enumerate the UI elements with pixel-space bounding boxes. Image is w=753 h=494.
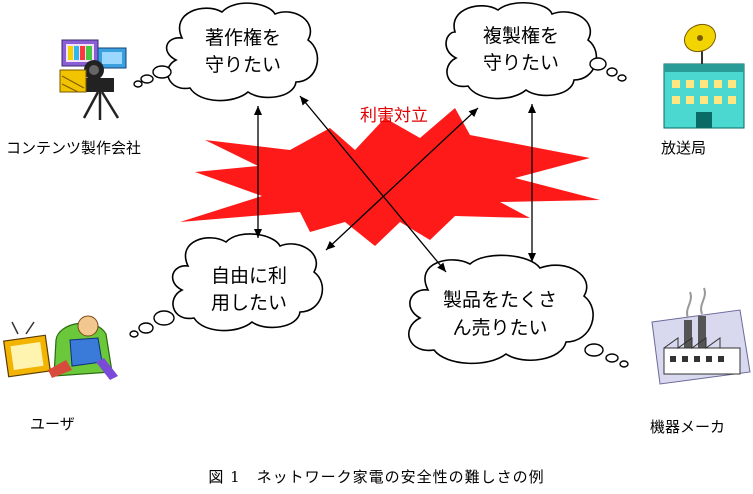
cloud-sell-products-line-2: ん売りたい	[452, 317, 547, 339]
user-watching-tv-icon	[3, 315, 118, 380]
conflict-burst	[180, 108, 600, 246]
cloud-reproduction-line-2: 守りたい	[483, 52, 559, 74]
cloud-free-use-line-2: 用したい	[211, 292, 287, 314]
label-broadcaster: 放送局	[661, 139, 706, 157]
label-manufacturer: 機器メーカ	[650, 418, 725, 436]
conflict-label: 利害対立	[360, 106, 428, 126]
cloud-reproduction-line-1: 複製権を	[483, 25, 559, 47]
label-user: ユーザ	[30, 415, 75, 433]
cloud-sell-products: 製品をたくさ ん売りたい	[408, 254, 629, 368]
factory-icon	[651, 287, 751, 385]
cloud-copyright: 著作権を 守りたい	[133, 2, 319, 102]
broadcast-station-icon	[663, 23, 745, 129]
cloud-copyright-line-2: 守りたい	[205, 54, 281, 76]
film-camera-icon	[59, 39, 127, 120]
cloud-sell-products-line-1: 製品をたくさ	[443, 289, 557, 311]
arrow-reproduction-freeuse	[325, 107, 479, 251]
cloud-copyright-line-1: 著作権を	[205, 27, 281, 49]
cloud-reproduction: 複製権を 守りたい	[445, 1, 627, 100]
figure-caption: 図 1 ネットワーク家電の安全性の難しさの例	[208, 468, 545, 486]
cloud-free-use-line-1: 自由に利	[211, 265, 287, 287]
cloud-free-use: 自由に利 用したい	[129, 233, 324, 338]
label-content-producer: コンテンツ製作会社	[6, 139, 141, 157]
